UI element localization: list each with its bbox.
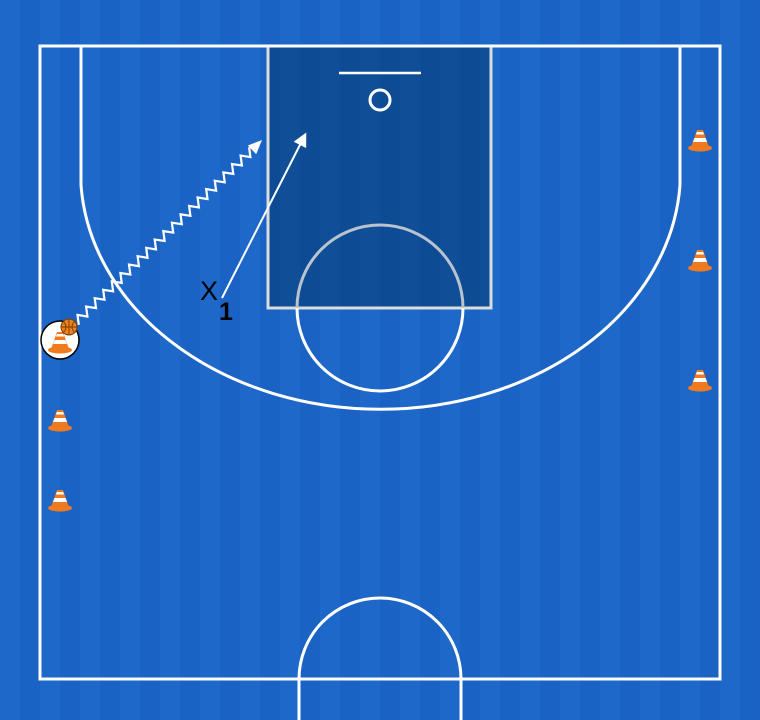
player-movement-arrow (221, 132, 307, 299)
cones-group (48, 130, 712, 512)
paint-stripes (268, 46, 491, 308)
basketball-icon (60, 318, 78, 336)
cone-icon (48, 332, 72, 354)
free-throw-circle-top (295, 223, 465, 309)
cone-icon (48, 490, 72, 512)
dribble-path (76, 147, 252, 326)
cone-icon (688, 370, 712, 392)
cone-icon (688, 130, 712, 152)
dribble-arrowhead (247, 140, 262, 155)
three-point-arc (79, 184, 682, 411)
rim (368, 88, 392, 112)
court-boundary (38, 44, 722, 681)
player-number-label: 1 (219, 298, 233, 326)
center-circle (297, 596, 463, 720)
player-x-label: X (200, 276, 218, 306)
free-throw-circle-bottom (295, 307, 465, 393)
cone-icon (688, 250, 712, 272)
cone-icon (48, 410, 72, 432)
